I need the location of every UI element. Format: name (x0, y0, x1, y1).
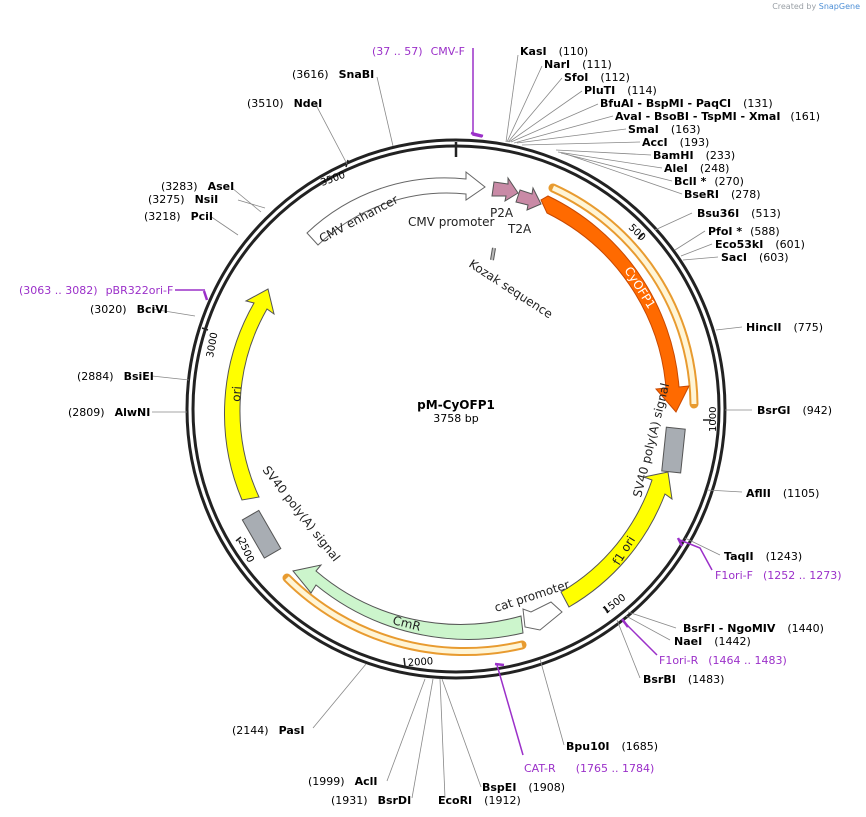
enzyme-label: (3616)SnaBI (292, 68, 374, 81)
feature-label-ori: ori (229, 386, 244, 403)
enzyme-label: PluTI(114) (584, 84, 657, 97)
backbone-outer (185, 138, 727, 680)
plasmid-length: 3758 bp (433, 412, 478, 425)
enzyme-label: BseRI(278) (684, 188, 761, 201)
enzyme-label: (1999)AclI (308, 775, 377, 788)
feature-t2a (515, 186, 542, 211)
enzyme-leaders (151, 54, 752, 799)
enzyme-label: (3510)NdeI (247, 97, 322, 110)
primer-f1ori-r-mark (621, 618, 629, 628)
enzyme-label: AvaI - BsoBI - TspMI - XmaI(161) (615, 110, 820, 123)
primer-label: (3063 .. 3082)pBR322ori-F (19, 284, 173, 297)
enzyme-label: SfoI(112) (564, 71, 630, 84)
enzyme-labels: KasI(110) NarI(111) SfoI(112) PluTI(114)… (68, 45, 832, 807)
enzyme-label: BfuAI - BspMI - PaqCI(131) (600, 97, 773, 110)
primer-cmv-f-mark (470, 131, 484, 138)
enzyme-label: AflII(1105) (746, 487, 819, 500)
enzyme-label: NaeI(1442) (674, 635, 751, 648)
enzyme-label: (3218)PciI (144, 210, 213, 223)
primer-label: (37 .. 57)CMV-F (372, 45, 465, 58)
enzyme-label: BclI *(270) (674, 175, 744, 188)
enzyme-label: EcoRI(1912) (438, 794, 521, 807)
primer-label: F1ori-F(1252 .. 1273) (715, 569, 842, 582)
plasmid-name: pM-CyOFP1 (417, 398, 495, 412)
feature-cyofp1 (540, 195, 690, 413)
enzyme-label: AleI(248) (664, 162, 729, 175)
tick-label-2000: 2000 (407, 656, 433, 669)
primer-marks (175, 48, 713, 756)
primer-label: CAT-R(1765 .. 1784) (524, 762, 654, 775)
feature-p2a (491, 176, 519, 203)
snapgene-credit: Created by SnapGene (772, 2, 860, 11)
feature-label-cmv-promoter: CMV promoter (408, 215, 495, 229)
feature-label-t2a: T2A (507, 222, 532, 236)
feature-label-kozak: Kozak sequence (466, 257, 555, 321)
enzyme-label: Eco53kI(601) (715, 238, 805, 251)
tick-label-2500: 2500 (235, 537, 255, 565)
feature-sv40-polya-right (661, 426, 686, 474)
feature-sv40-polya-left (241, 509, 282, 559)
enzyme-label: BamHI(233) (653, 149, 735, 162)
enzyme-label: BsrFI - NgoMIV(1440) (683, 622, 824, 635)
enzyme-label: (3283)AseI (161, 180, 234, 193)
enzyme-label: Bsu36I(513) (697, 207, 781, 220)
feature-label-cmr: CmR (391, 613, 422, 633)
primer-label: F1ori-R(1464 .. 1483) (659, 654, 787, 667)
snapgene-brand: SnapGene (818, 2, 860, 11)
primer-pbr322-mark (202, 290, 209, 301)
enzyme-label: (3020)BciVI (90, 303, 168, 316)
tick-2000: 2000 (403, 656, 434, 669)
enzyme-label: Bpu10I(1685) (566, 740, 658, 753)
tick-label-3000: 3000 (205, 332, 220, 359)
enzyme-label: KasI(110) (520, 45, 588, 58)
primer-f1ori-f-mark (676, 537, 684, 547)
feature-f1-ori (560, 471, 673, 608)
feature-ori (224, 288, 275, 501)
feature-cat-promoter (522, 601, 563, 631)
credit-prefix: Created by (772, 2, 817, 11)
enzyme-label: NarI(111) (544, 58, 612, 71)
primer-cat-r-mark (494, 662, 505, 667)
enzyme-label: (2144)PasI (232, 724, 304, 737)
enzyme-label: AccI(193) (642, 136, 709, 149)
tick-label-1000: 1000 (708, 407, 719, 432)
enzyme-label: (2884)BsiEI (77, 370, 154, 383)
tick-1000: 1000 (703, 407, 719, 432)
enzyme-label: SacI(603) (721, 251, 789, 264)
feature-cmr (292, 564, 524, 640)
tick-label-3500: 3500 (319, 170, 347, 189)
enzyme-label: SmaI(163) (628, 123, 701, 136)
enzyme-label: HincII(775) (746, 321, 823, 334)
feature-label-p2a: P2A (490, 206, 514, 220)
tick-2500: 2500 (235, 536, 256, 565)
enzyme-label: BsrGI(942) (757, 404, 832, 417)
primer-labels: (37 .. 57)CMV-F F1ori-F(1252 .. 1273) F1… (19, 45, 842, 775)
enzyme-label: TaqII(1243) (724, 550, 802, 563)
tick-3000: 3000 (201, 327, 220, 359)
enzyme-label: PfoI *(588) (708, 225, 780, 238)
enzyme-label: BspEI(1908) (482, 781, 565, 794)
enzyme-label: BsrBI(1483) (643, 673, 724, 686)
enzyme-label: (2809)AlwNI (68, 406, 150, 419)
feature-cmv-enhancer (306, 170, 486, 246)
enzyme-label: (3275)NsiI (148, 193, 218, 206)
enzyme-label: (1931)BsrDI (331, 794, 411, 807)
